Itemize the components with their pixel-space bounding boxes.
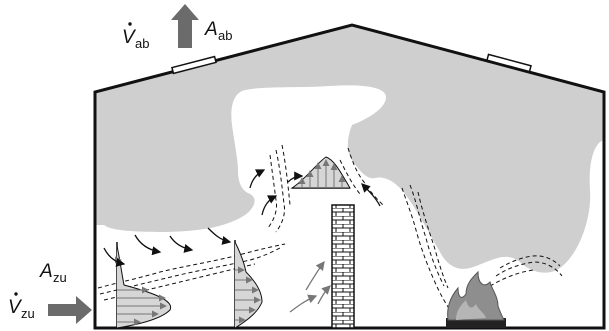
exhaust-flow-subscript: ab (135, 36, 149, 51)
exhaust-area-subscript: ab (218, 28, 232, 43)
velocity-profile-middle (235, 240, 262, 328)
fire (446, 272, 506, 328)
supply-area-label: A zu (39, 261, 67, 285)
supply-area-symbol: A (39, 261, 53, 282)
supply-flow-label: V zu (8, 292, 35, 321)
exhaust-area-label: A ab (204, 19, 232, 43)
exhaust-area-symbol: A (204, 19, 218, 40)
exhaust-flow-label: V ab (122, 22, 149, 51)
brick-pillar (332, 205, 354, 328)
exhaust-arrow (171, 4, 199, 48)
supply-flow-subscript: zu (21, 306, 35, 321)
supply-arrow (48, 296, 92, 324)
supply-area-subscript: zu (53, 270, 67, 285)
velocity-profile-left (117, 242, 171, 328)
supply-flow-arrows (290, 262, 330, 312)
